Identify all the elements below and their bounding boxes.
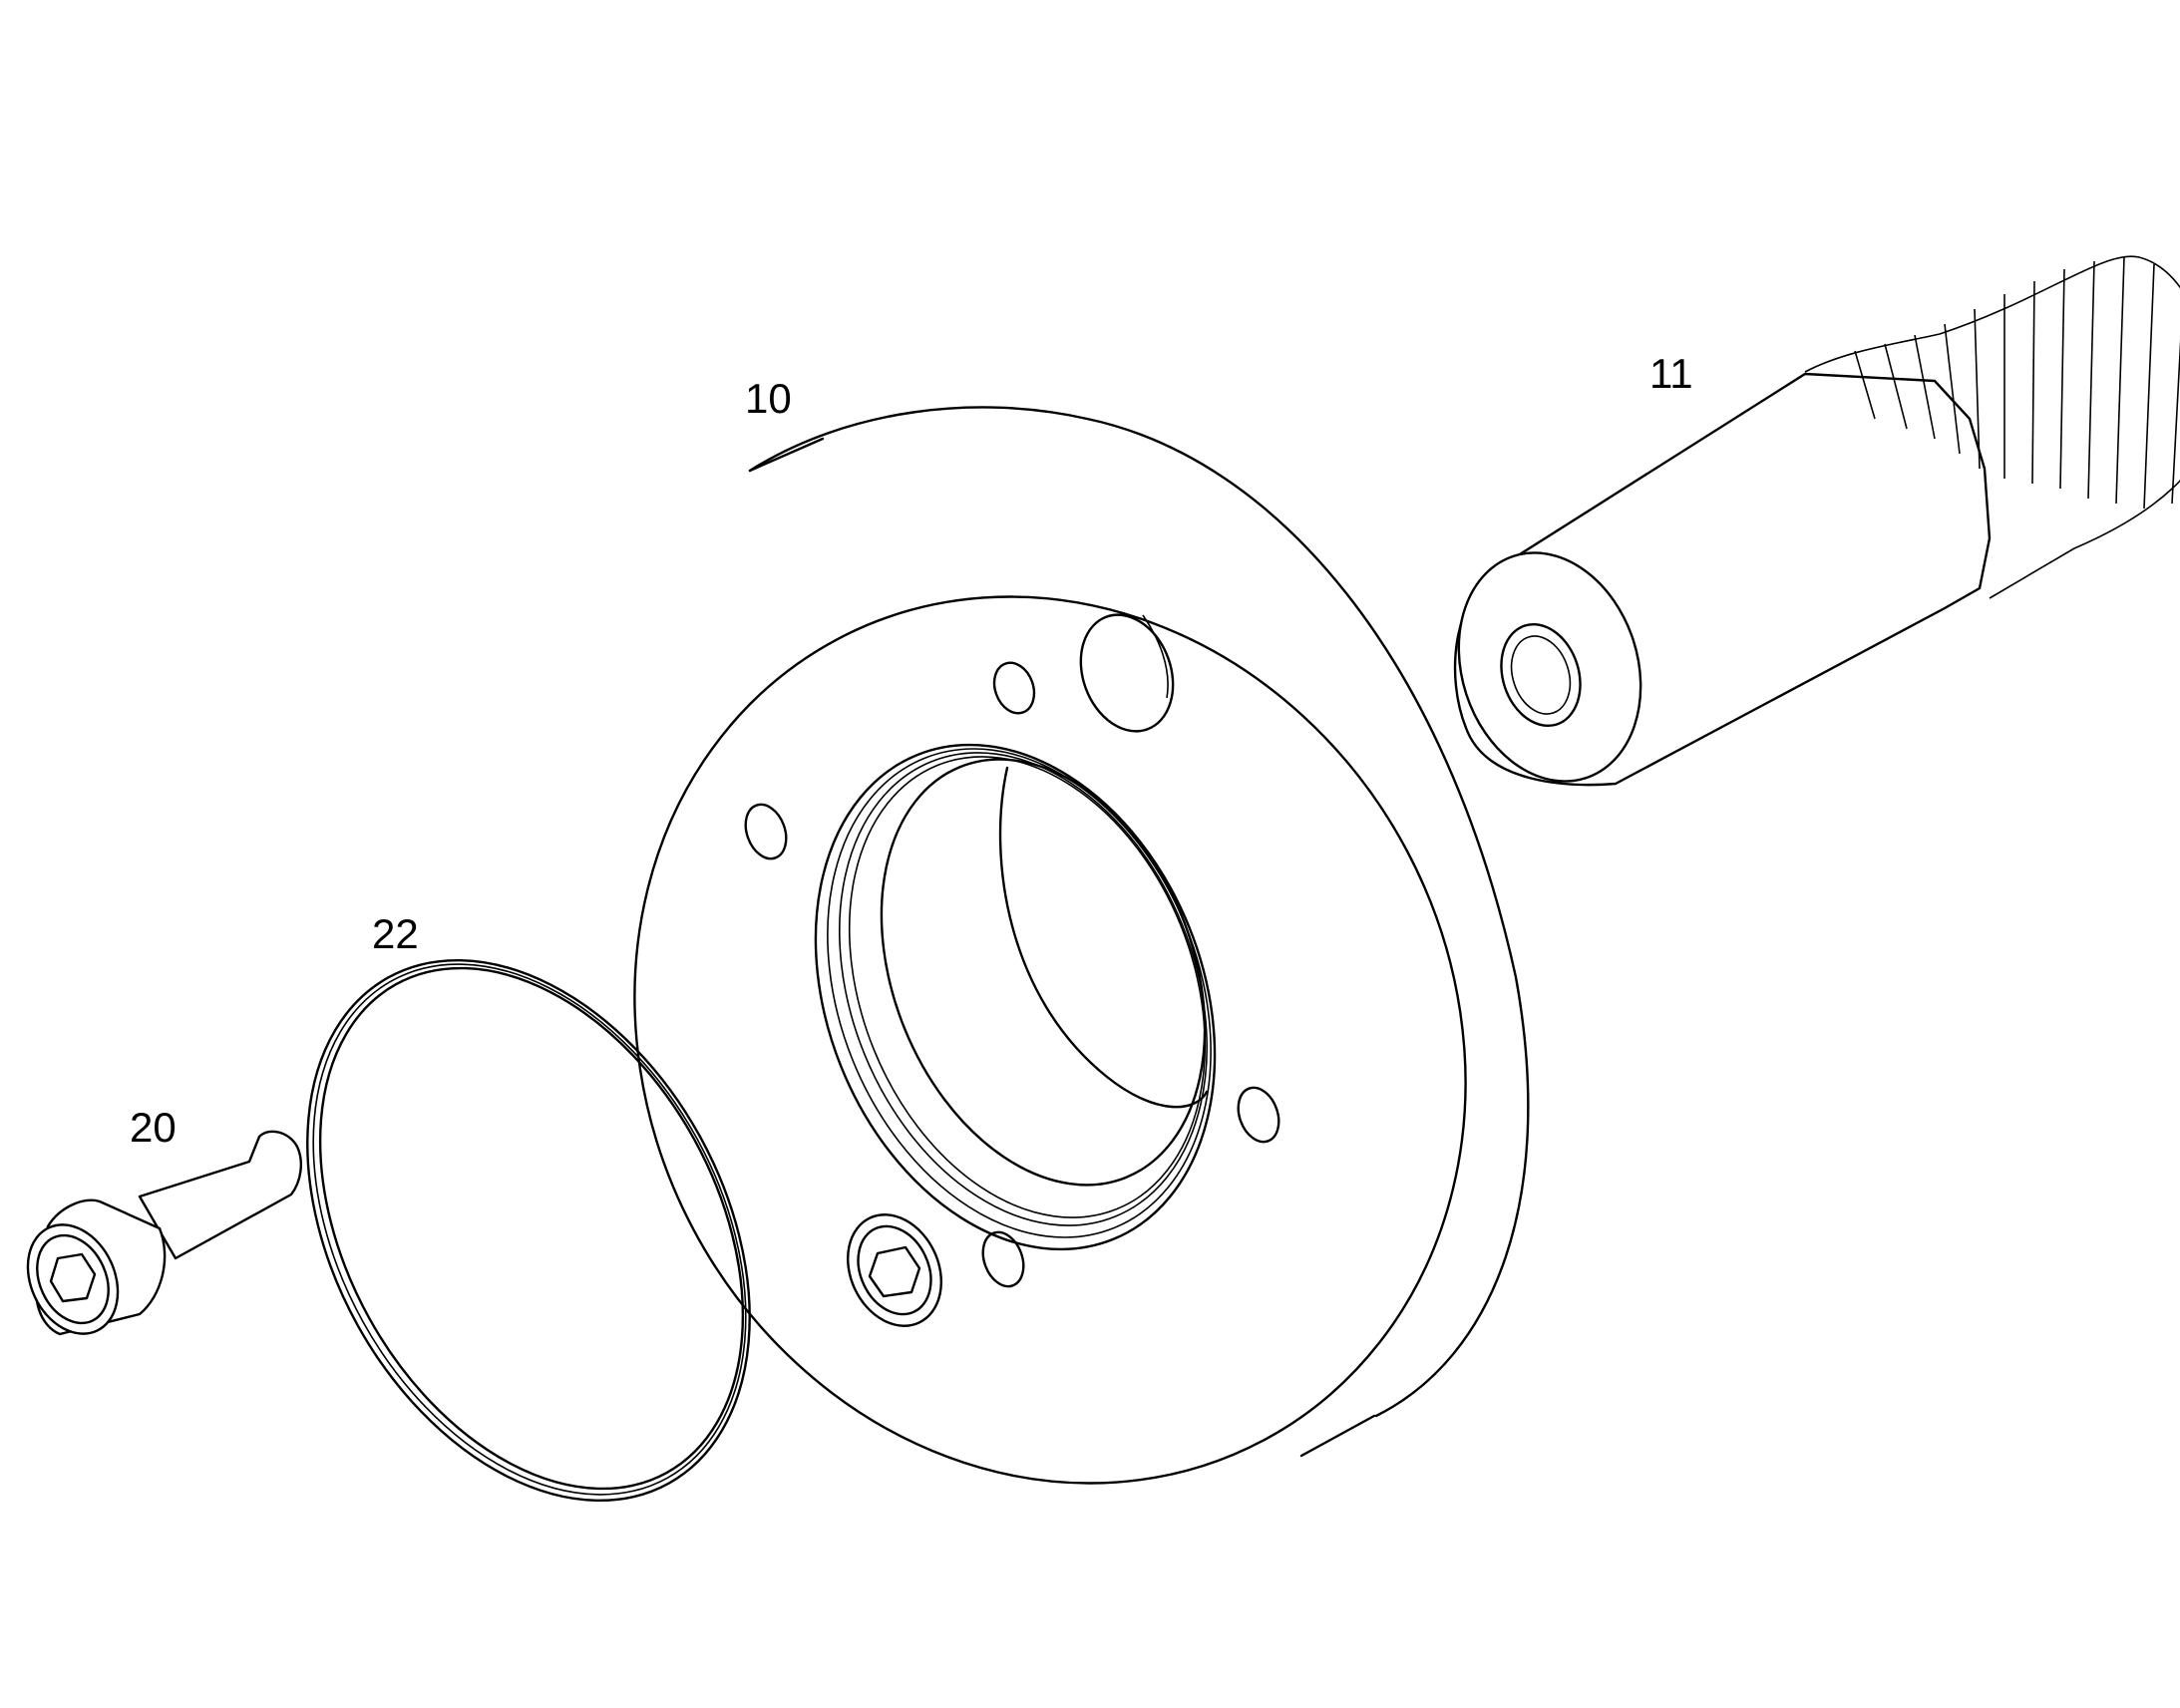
callout-11: 11: [1649, 350, 1693, 397]
bolt-hole-right: [1237, 1086, 1280, 1144]
bolt-hole-top-large: [1079, 613, 1175, 733]
shaft-spline-crown: [1804, 255, 2180, 599]
bolt-hole-left: [744, 803, 788, 860]
callout-10: 10: [745, 375, 792, 422]
shaft-end-face: [1457, 551, 1642, 783]
socket-head-screw-installed: [846, 1213, 943, 1327]
pump-body-front-face: [633, 595, 1467, 1485]
o-ring: [306, 958, 751, 1503]
bore-outer-edge: [814, 743, 1217, 1251]
hex-socket-icon: [49, 1252, 97, 1303]
callout-22: 22: [372, 910, 419, 957]
bolt-hole-bottom: [981, 1230, 1025, 1288]
bore-inner-edge: [880, 758, 1207, 1187]
bolt-hole-top-small: [992, 661, 1036, 715]
pump-body-back-rim: [748, 406, 1530, 1418]
cap-screw: [26, 1130, 303, 1336]
shaft-spline-teeth: [1854, 256, 2180, 510]
pump-body: [633, 406, 1530, 1485]
bore-back-wall: [998, 766, 1209, 1109]
screw-shank: [138, 1130, 303, 1260]
input-shaft: [1453, 255, 2180, 787]
callout-20: 20: [130, 1104, 177, 1151]
shaft-internal-spline: [1500, 622, 1582, 728]
